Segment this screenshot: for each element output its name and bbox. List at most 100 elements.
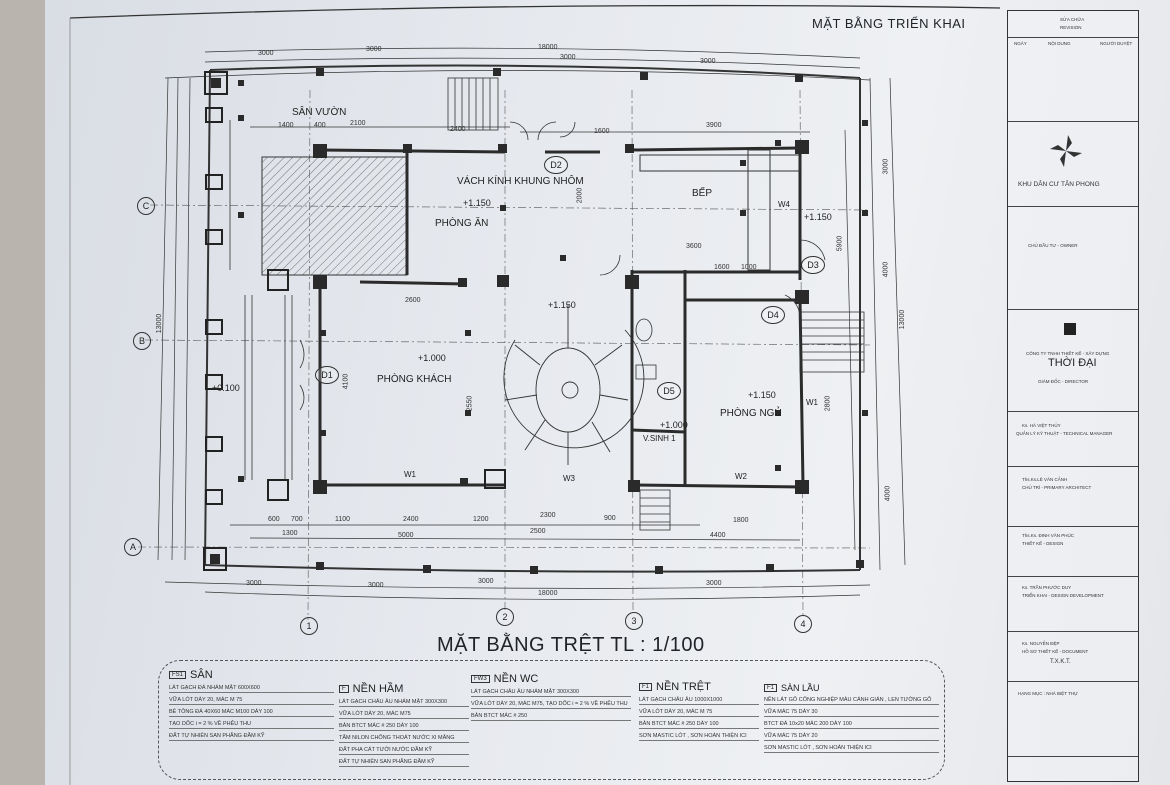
note-code: FS1 (169, 671, 187, 679)
dim-right-3: 4000 (884, 485, 892, 502)
dim-v1: 4100 (342, 373, 350, 390)
tb-role-title: CHỦ TRÌ - PRIMARY ARCHITECT (1022, 485, 1092, 490)
note-title: NỀN TRỆT (656, 681, 711, 693)
note-code: F (339, 685, 349, 693)
note-line: VỮA MÁC 75 DÀY 30 (764, 709, 939, 717)
note-line: ĐẤT TỰ NHIÊN SAN PHẲNG ĐẦM KỸ (339, 759, 469, 767)
tb-rev-col-approver: NGƯỜI DUYỆT (1100, 41, 1133, 46)
note-title: NỀN HẦM (352, 683, 404, 695)
level-outside: +0.100 (212, 383, 240, 393)
spiral-staircase (503, 305, 645, 465)
dim-bottom-3: 3000 (478, 578, 494, 585)
sheet-title: MẶT BẰNG TRIỂN KHAI (812, 16, 966, 31)
note-line: VỮA LÓT DÀY 20, MÁC M 75 (639, 709, 759, 717)
dim-left-total: 13000 (156, 313, 164, 334)
tb-doc-code: T.X.K.T. (1050, 659, 1071, 665)
window-tag-w2: W2 (735, 472, 747, 481)
door-tag-d2: D2 (544, 156, 568, 174)
tb-rev-col-date: NGÀY (1014, 41, 1027, 46)
note-title: NỀN WC (493, 673, 539, 685)
tb-divider (1008, 466, 1138, 467)
tb-role-name: Ks. NGUYỄN ĐỆP (1022, 641, 1060, 646)
dim-b8: 1800 (733, 517, 749, 524)
level-living: +1.000 (418, 353, 446, 363)
room-label-garden: SÂN VƯỜN (292, 107, 347, 118)
note-line: LÁT GẠCH ĐÁ NHÁM MẶT 600X600 (169, 685, 334, 693)
front-balustrade (229, 120, 293, 480)
tb-divider (1008, 206, 1138, 207)
structural-columns (203, 68, 868, 574)
note-line: NỀN LÁT GỖ CÔNG NGHIỆP MÀU CÁNH GIÁN , L… (764, 697, 939, 705)
note-line: BTCT ĐÁ 10x20 MÁC 200 DÀY 100 (764, 721, 939, 729)
room-label-wc: V.SINH 1 (643, 434, 676, 443)
grid-bubble-1: 1 (300, 617, 318, 635)
tb-role-name: Ks. HÀ VIỆT THỦY (1022, 423, 1061, 428)
grid-bubble-c: C (137, 197, 155, 215)
tb-divider (1008, 121, 1138, 122)
dim-b1: 600 (268, 516, 280, 523)
dim-bottom-6: 4400 (710, 532, 726, 539)
note-title: SÀN LẦU (781, 683, 820, 693)
dim-bottom-total: 18000 (538, 590, 558, 597)
dim-right-1: 3000 (882, 158, 890, 175)
tb-role-name: Ks. TRẦN PHƯỚC DUY (1022, 585, 1072, 590)
window-tag-w1-right: W1 (806, 398, 818, 407)
note-line: SƠN MASTIC LÓT , SƠN HOÀN THIỆN ICI (639, 733, 759, 741)
dim-top-4: 3000 (700, 58, 716, 65)
note-line: VỮA LÓT DÀY 20, MÁC M75, TẠO DỐC i = 2 %… (471, 701, 631, 709)
tb-divider (1008, 309, 1138, 310)
grid-bubble-2: 2 (496, 608, 514, 626)
dim-top-3: 3000 (560, 54, 576, 61)
grid-bubble-a: A (124, 538, 142, 556)
dim-top-total: 18000 (538, 44, 558, 51)
tb-role-title: HỒ SƠ THIẾT KẾ - DOCUMENT (1022, 649, 1089, 654)
tb-divider (1008, 681, 1138, 682)
tb-rev-col-content: NỘI DUNG (1048, 41, 1071, 46)
door-swings (299, 121, 826, 411)
room-label-bedroom: PHÒNG NGỦ (720, 408, 782, 419)
dim-right-2: 4000 (882, 261, 890, 278)
tb-project-name: KHU DÂN CƯ TÂN PHONG (1018, 181, 1100, 188)
note-line: TẠO DỐC i = 2 % VỀ PHỄU THU (169, 721, 334, 729)
dim-b3: 1100 (335, 516, 351, 523)
entry-stairs-top (447, 77, 499, 131)
company-logo-icon (1064, 323, 1076, 335)
dim-top-2: 3000 (366, 46, 382, 53)
dim-r1: 1400 (278, 122, 294, 129)
note-line: LÁT GẠCH CHÂU ÂU 1000X1000 (639, 697, 759, 705)
kitchen-counter (639, 149, 801, 271)
tb-divider (1008, 756, 1138, 757)
door-tag-d3: D3 (801, 256, 825, 274)
dim-right-total: 13000 (899, 309, 907, 330)
dimension-lines-sides (157, 77, 906, 571)
grid-bubble-3: 3 (625, 612, 643, 630)
dim-bottom-2: 3000 (368, 582, 384, 589)
grid-bubble-4: 4 (794, 615, 812, 633)
tb-company-line: CÔNG TY TNHH THIẾT KẾ - XÂY DỰNG (1026, 351, 1110, 356)
drawing-main-title: MẶT BẰNG TRỆT TL : 1/100 (437, 634, 705, 656)
dim-b9: 1300 (282, 530, 298, 537)
garden-paving (261, 156, 408, 276)
dim-r4: 2400 (450, 126, 466, 133)
tb-divider (1008, 526, 1138, 527)
dimension-lines-bottom (164, 524, 871, 600)
dim-b4: 2400 (403, 516, 419, 523)
dim-b6: 2300 (540, 512, 556, 519)
door-tag-d4: D4 (761, 306, 785, 324)
door-tag-d5: D5 (657, 382, 681, 400)
entry-stairs-right (799, 311, 865, 373)
dim-m3: 1600 (714, 264, 730, 271)
dim-v2: 2550 (466, 395, 474, 412)
room-label-living: PHÒNG KHÁCH (377, 374, 452, 385)
dim-bottom-1: 3000 (246, 580, 262, 587)
dim-b5: 1200 (473, 516, 489, 523)
dim-bottom-4: 3000 (706, 580, 722, 587)
entry-stairs-bottom (639, 489, 671, 531)
dimension-lines-top (164, 47, 871, 133)
note-line: TẤM NILON CHỐNG THOÁT NƯỚC XI MĂNG (339, 735, 469, 743)
dim-v3: 2000 (576, 187, 584, 204)
